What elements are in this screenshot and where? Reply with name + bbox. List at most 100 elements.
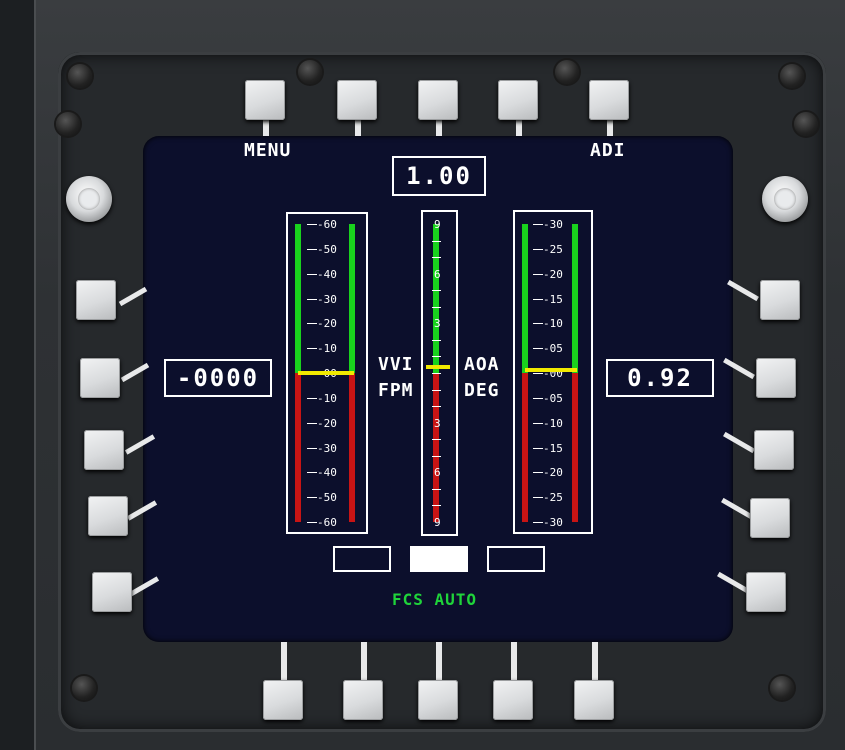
osb-left-1[interactable] bbox=[76, 280, 116, 320]
osb-lead bbox=[436, 642, 442, 682]
screw bbox=[770, 676, 794, 700]
osb-bottom-5[interactable] bbox=[574, 680, 614, 720]
aoa-tick bbox=[533, 447, 543, 449]
aoa-red-left bbox=[522, 373, 528, 522]
osb-lead bbox=[592, 642, 598, 682]
vvi-green-right bbox=[349, 224, 355, 373]
g-tick bbox=[432, 356, 441, 358]
aoa-tick bbox=[533, 323, 543, 325]
aoa-tick-label: -15 bbox=[543, 292, 563, 306]
g-tick bbox=[432, 257, 441, 259]
g-tick bbox=[432, 488, 441, 490]
osb-bottom-4[interactable] bbox=[493, 680, 533, 720]
osb-top-3[interactable] bbox=[418, 80, 458, 120]
osb-lead bbox=[263, 118, 269, 136]
aoa-tick-label: -15 bbox=[543, 441, 563, 455]
vvi-tick bbox=[307, 472, 317, 474]
g-tick bbox=[432, 406, 441, 408]
menu-label: MENU bbox=[244, 140, 292, 161]
osb-left-4[interactable] bbox=[88, 496, 128, 536]
osb-top-2[interactable] bbox=[337, 80, 377, 120]
aoa-tick bbox=[533, 348, 543, 350]
screw bbox=[56, 112, 80, 136]
screw bbox=[555, 60, 579, 84]
vvi-tick bbox=[307, 248, 317, 250]
vvi-tick bbox=[307, 348, 317, 350]
vvi-tick-label: -60 bbox=[317, 516, 337, 529]
g-tick-label: 3 bbox=[434, 317, 441, 331]
g-tick bbox=[432, 306, 441, 308]
aoa-tick-label: -10 bbox=[543, 317, 563, 331]
osb-bottom-1[interactable] bbox=[263, 680, 303, 720]
vvi-tick-label: -10 bbox=[317, 391, 337, 405]
g-tape bbox=[421, 210, 458, 536]
aoa-tick-label: -30 bbox=[543, 218, 563, 231]
osb-right-4[interactable] bbox=[750, 498, 790, 538]
aoa-tick bbox=[533, 373, 543, 374]
aoa-green-left bbox=[522, 224, 528, 373]
screw bbox=[68, 64, 92, 88]
aoa-tick-label: -20 bbox=[543, 267, 563, 281]
g-tick bbox=[432, 439, 441, 441]
aoa-pointer bbox=[525, 368, 577, 372]
g-tick bbox=[432, 290, 441, 292]
osb-bottom-2[interactable] bbox=[343, 680, 383, 720]
g-tick-label: 3 bbox=[434, 416, 441, 430]
screw bbox=[72, 676, 96, 700]
vvi-tick-label: -20 bbox=[317, 416, 337, 430]
vvi-tick bbox=[307, 522, 317, 523]
vvi-tick-label: -40 bbox=[317, 466, 337, 480]
aoa-tick bbox=[533, 248, 543, 250]
vvi-pointer bbox=[298, 371, 354, 375]
g-tick bbox=[432, 455, 441, 457]
aoa-red-right bbox=[572, 373, 578, 522]
aoa-tick bbox=[533, 472, 543, 474]
aoa-tick bbox=[533, 522, 543, 523]
osb-top-4[interactable] bbox=[498, 80, 538, 120]
vvi-tick-label: -30 bbox=[317, 292, 337, 306]
osb-left-5[interactable] bbox=[92, 572, 132, 612]
osb-top-5[interactable] bbox=[589, 80, 629, 120]
brightness-knob[interactable] bbox=[66, 176, 112, 222]
vvi-label: VVI bbox=[378, 354, 414, 375]
osb-left-3[interactable] bbox=[84, 430, 124, 470]
vvi-tick-label: -10 bbox=[317, 342, 337, 356]
fcs-status: FCS AUTO bbox=[392, 590, 478, 609]
g-tick bbox=[432, 240, 441, 242]
g-tick bbox=[432, 373, 441, 374]
mode-box-center bbox=[410, 546, 468, 572]
contrast-knob[interactable] bbox=[762, 176, 808, 222]
osb-lead bbox=[281, 642, 287, 682]
vvi-red-left bbox=[295, 373, 301, 522]
aoa-tick-label: -00 bbox=[543, 367, 563, 380]
g-tick-label: 9 bbox=[434, 218, 441, 231]
g-tick-label: 6 bbox=[434, 267, 441, 281]
g-green-bar bbox=[433, 224, 439, 373]
osb-right-1[interactable] bbox=[760, 280, 800, 320]
osb-right-3[interactable] bbox=[754, 430, 794, 470]
osb-left-2[interactable] bbox=[80, 358, 120, 398]
vvi-tick-label: -30 bbox=[317, 441, 337, 455]
g-red-bar bbox=[433, 373, 439, 522]
osb-bottom-3[interactable] bbox=[418, 680, 458, 720]
osb-lead bbox=[516, 118, 522, 136]
vvi-tick-label: -50 bbox=[317, 491, 337, 505]
aoa-tick bbox=[533, 497, 543, 499]
osb-lead bbox=[607, 118, 613, 136]
vvi-tick bbox=[307, 447, 317, 449]
osb-right-2[interactable] bbox=[756, 358, 796, 398]
vvi-tick-label: -50 bbox=[317, 242, 337, 256]
aoa-tick-label: -20 bbox=[543, 466, 563, 480]
aoa-tick-label: -05 bbox=[543, 342, 563, 356]
aoa-tick bbox=[533, 298, 543, 300]
vvi-tick bbox=[307, 497, 317, 499]
vvi-tick-label: -20 bbox=[317, 317, 337, 331]
aoa-readout: 0.92 bbox=[606, 359, 714, 397]
vvi-tape bbox=[286, 212, 368, 534]
aoa-tick-label: -30 bbox=[543, 516, 563, 529]
aoa-tick bbox=[533, 397, 543, 399]
vvi-tick bbox=[307, 397, 317, 399]
vvi-green-left bbox=[295, 224, 301, 373]
osb-top-1[interactable] bbox=[245, 80, 285, 120]
osb-right-5[interactable] bbox=[746, 572, 786, 612]
